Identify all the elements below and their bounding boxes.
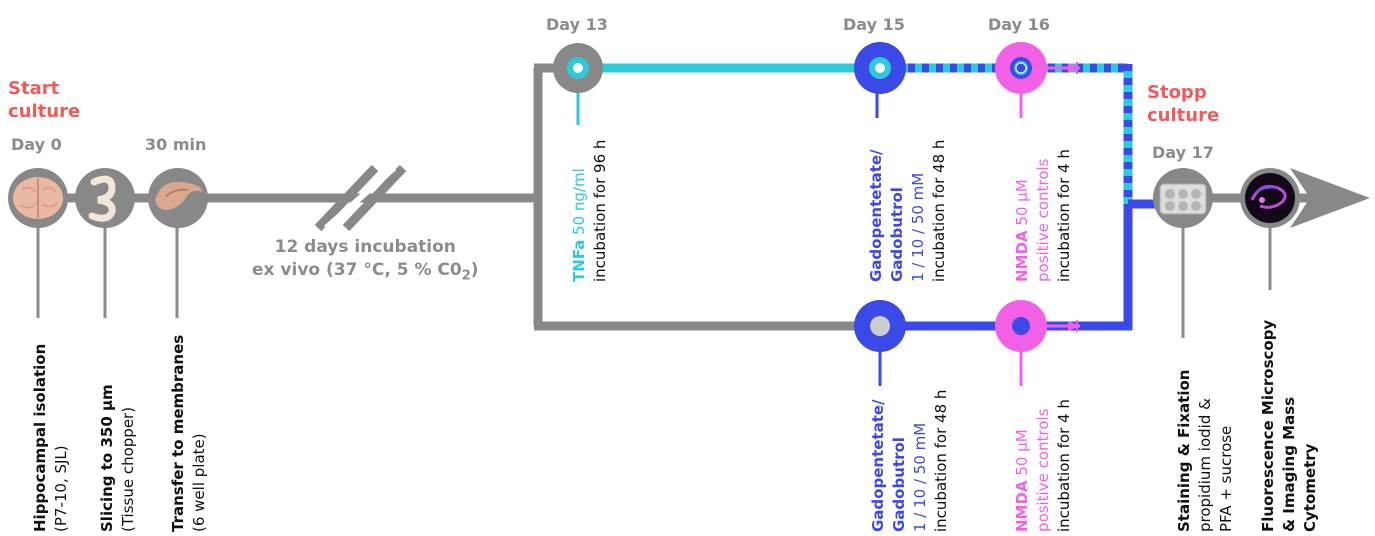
incubation-conditions: ex vivo (37 °C, 5 % C0 bbox=[252, 260, 462, 280]
gado-top-line2: Gadobutrol bbox=[888, 187, 906, 282]
tnfa-step: TNFa 50 ng/ml incubation for 96 h bbox=[569, 140, 611, 282]
time-break-mark bbox=[314, 164, 407, 232]
gado-bottom-line2: Gadobutrol bbox=[890, 437, 908, 532]
hippocampal-title: Hippocampal isolation bbox=[31, 343, 49, 532]
min30-label: 30 min bbox=[145, 135, 207, 154]
gado-top-dose: 1 / 10 / 50 mM bbox=[909, 172, 927, 282]
fluorescence-image-icon bbox=[1240, 168, 1300, 228]
gado-node-top bbox=[854, 42, 906, 94]
imaging-line3: Cytometry bbox=[1301, 443, 1319, 532]
tnfa-name: TNFa bbox=[570, 239, 588, 282]
imaging-line2: & Imaging Mass bbox=[1280, 396, 1298, 532]
imaging-line1: Fluorescence Microscopy bbox=[1259, 319, 1277, 532]
nmda-step-bottom: NMDA 50 µM positive controls incubation … bbox=[1012, 399, 1075, 532]
hippocampal-sub: (P7-10, SJL) bbox=[52, 445, 70, 532]
transfer-sub: (6 well plate) bbox=[190, 433, 208, 532]
nmda-bottom-dose: 50 µM bbox=[1013, 429, 1031, 481]
incubation-label: 12 days incubation bbox=[274, 237, 456, 257]
day15-label: Day 15 bbox=[843, 15, 905, 34]
incubation-close: ) bbox=[470, 260, 479, 280]
day0-label: Day 0 bbox=[11, 135, 62, 154]
imaging-step: Fluorescence Microscopy & Imaging Mass C… bbox=[1258, 320, 1321, 532]
nmda-step-top: NMDA 50 µM positive controls incubation … bbox=[1012, 149, 1075, 282]
well-plate-icon bbox=[1153, 168, 1213, 228]
stop-label-line2: culture bbox=[1147, 105, 1220, 126]
transfer-step: Transfer to membranes (6 well plate) bbox=[168, 335, 210, 532]
nmda-top-time: incubation for 4 h bbox=[1055, 149, 1073, 282]
start-label: Start bbox=[8, 78, 60, 99]
co2-subscript: 2 bbox=[461, 268, 471, 284]
tissue-icon bbox=[148, 168, 208, 228]
staining-title: Staining & Fixation bbox=[1175, 369, 1193, 532]
gado-bottom-time: incubation for 48 h bbox=[932, 389, 950, 532]
timeline-arrowhead bbox=[1290, 168, 1370, 228]
tnfa-time: incubation for 96 h bbox=[591, 139, 609, 282]
brain-icon bbox=[8, 168, 68, 228]
tnfa-node bbox=[553, 43, 603, 93]
staining-step: Staining & Fixation propidium iodid & PF… bbox=[1174, 370, 1237, 532]
gado-bottom-dose: 1 / 10 / 50 mM bbox=[911, 422, 929, 532]
staining-line2: propidium iodid & bbox=[1196, 398, 1214, 532]
nmda-bottom-controls: positive controls bbox=[1034, 408, 1052, 532]
gado-top-line1: Gadopentetate/ bbox=[867, 149, 885, 282]
nmda-bottom-time: incubation for 4 h bbox=[1055, 399, 1073, 532]
transfer-title: Transfer to membranes bbox=[169, 334, 187, 532]
nmda-top-controls: positive controls bbox=[1034, 158, 1052, 282]
gado-bottom-line1: Gadopentetate/ bbox=[869, 399, 887, 532]
staining-line3: PFA + sucrose bbox=[1217, 425, 1235, 532]
stop-label: Stopp bbox=[1147, 82, 1207, 103]
gado-step-bottom: Gadopentetate/ Gadobutrol 1 / 10 / 50 mM… bbox=[868, 390, 952, 532]
nmda-node-bottom bbox=[995, 300, 1047, 352]
nmda-top-name: NMDA bbox=[1013, 230, 1031, 282]
day17-label: Day 17 bbox=[1152, 143, 1214, 162]
hippocampal-step: Hippocampal isolation (P7-10, SJL) bbox=[30, 344, 72, 532]
day13-label: Day 13 bbox=[546, 15, 608, 34]
gado-node-bottom bbox=[854, 300, 906, 352]
tnfa-dose: 50 ng/ml bbox=[570, 168, 588, 240]
nmda-node-top bbox=[995, 42, 1047, 94]
day16-label: Day 16 bbox=[988, 15, 1050, 34]
slicing-sub: (Tissue chopper) bbox=[119, 406, 137, 532]
slicing-title: Slicing to 350 µm bbox=[98, 384, 116, 532]
nmda-bottom-name: NMDA bbox=[1013, 480, 1031, 532]
slicing-step: Slicing to 350 µm (Tissue chopper) bbox=[97, 384, 139, 532]
start-label-line2: culture bbox=[8, 101, 81, 122]
slice-icon bbox=[75, 168, 135, 228]
nmda-top-dose: 50 µM bbox=[1013, 179, 1031, 231]
gado-top-time: incubation for 48 h bbox=[930, 139, 948, 282]
gado-step-top: Gadopentetate/ Gadobutrol 1 / 10 / 50 mM… bbox=[866, 140, 950, 282]
